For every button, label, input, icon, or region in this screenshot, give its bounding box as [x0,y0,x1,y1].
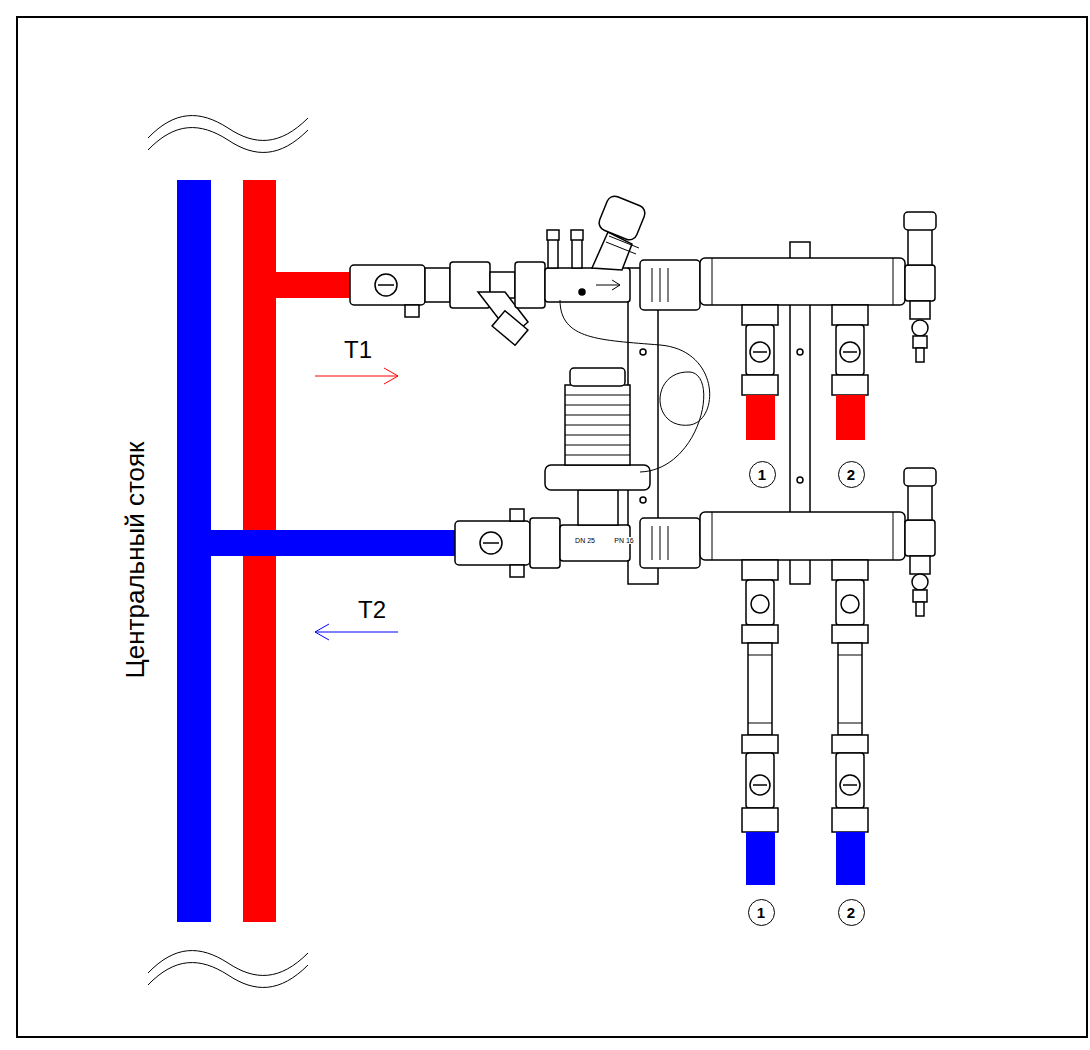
riser-label: Центральный стояк [122,442,148,679]
frame [17,17,1087,1037]
pipe-label: Т1 [344,338,372,362]
callout-number: 2 [847,467,855,482]
return-riser [177,180,211,922]
callout-circle: 1 [748,899,775,926]
valve-marking: PN 16 [613,537,634,544]
pipe-label: Т2 [358,598,386,622]
valve-marking: DN 25 [574,537,596,544]
callout-number: 2 [847,905,855,920]
supply-branch [276,272,352,298]
callout-circle: 2 [838,899,865,926]
callout-circle: 1 [749,461,776,488]
callout-number: 1 [757,905,765,920]
return-branch [211,530,457,556]
callout-circle: 2 [838,461,865,488]
callout-number: 1 [758,467,766,482]
